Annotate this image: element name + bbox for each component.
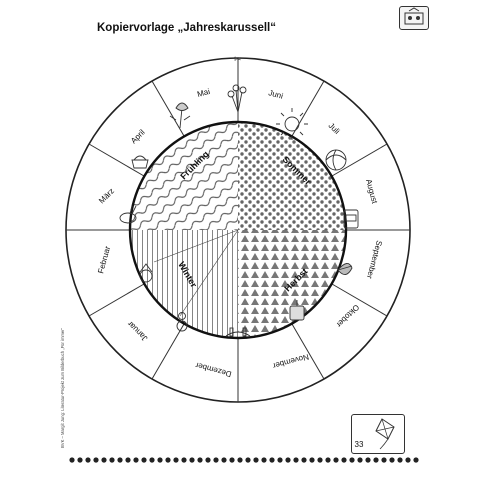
footer-dots bbox=[69, 457, 419, 463]
season-disc bbox=[128, 120, 348, 340]
school-bag-icon bbox=[343, 209, 359, 229]
beach-ball-icon bbox=[325, 149, 347, 171]
sun-icon bbox=[276, 108, 308, 140]
month-label-juni: Juni bbox=[267, 88, 284, 101]
leaf-icon bbox=[337, 263, 353, 275]
side-credit: BVK – Margit Jung: Literatur-Projekt zum… bbox=[60, 327, 65, 448]
month-dividers bbox=[66, 58, 410, 402]
corner-logo bbox=[399, 6, 429, 30]
bunny-icon bbox=[119, 205, 137, 224]
snowman-icon bbox=[176, 312, 188, 332]
tulip-icon bbox=[169, 102, 191, 129]
page-title: Kopiervorlage „Jahreskarussell“ bbox=[97, 22, 276, 34]
page-number: 33 bbox=[354, 440, 364, 449]
kite-icon bbox=[375, 418, 395, 450]
flower-bouquet-icon bbox=[227, 84, 247, 113]
lantern-icon bbox=[289, 300, 305, 321]
candle-garland-icon bbox=[225, 327, 251, 337]
month-label-mai: Mai bbox=[196, 87, 211, 99]
cut-mark: ✂ bbox=[234, 54, 242, 64]
easter-basket-icon bbox=[131, 155, 149, 169]
footer-illustration bbox=[351, 414, 405, 454]
clown-icon bbox=[139, 263, 153, 283]
